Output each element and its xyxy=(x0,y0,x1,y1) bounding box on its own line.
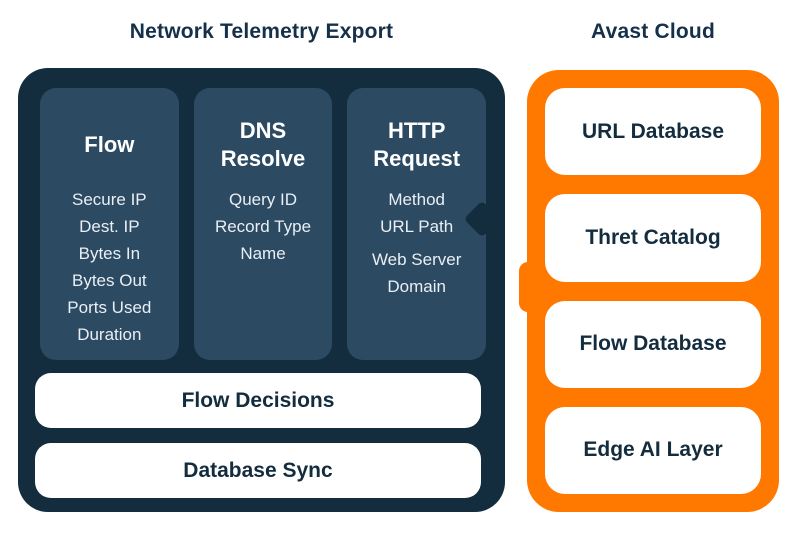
column-item: Bytes In xyxy=(78,244,141,263)
column-item: Ports Used xyxy=(67,298,152,317)
http-request-column: HTTP Request Method URL Path Web Server … xyxy=(347,88,487,360)
card-thret-catalog: Thret Catalog xyxy=(545,194,761,282)
card-label: Thret Catalog xyxy=(585,225,721,249)
avast-cloud-title: Avast Cloud xyxy=(591,20,715,43)
card-flow-database: Flow Database xyxy=(545,300,761,388)
column-item: Record Type xyxy=(214,217,312,236)
bar-label: Database Sync xyxy=(183,458,333,482)
telemetry-export-title: Network Telemetry Export xyxy=(129,20,394,43)
column-item: Web Server Domain xyxy=(371,250,462,296)
column-item: Query ID xyxy=(228,190,298,209)
column-item-list: Query ID Record Type Name xyxy=(194,186,333,267)
card-url-database: URL Database xyxy=(545,88,761,176)
bar-label: Flow Decisions xyxy=(181,388,335,412)
card-label: URL Database xyxy=(582,119,724,143)
column-item: Name xyxy=(240,244,286,263)
column-item: Dest. IP xyxy=(79,217,140,236)
column-heading: HTTP Request xyxy=(373,118,461,171)
telemetry-panel: Flow Secure IP Dest. IP Bytes In Bytes O… xyxy=(18,68,505,512)
card-label: Edge AI Layer xyxy=(583,438,723,462)
column-item: URL Path xyxy=(380,217,454,236)
column-item: Duration xyxy=(77,325,142,344)
column-heading: Flow xyxy=(84,132,135,157)
column-item-list: Secure IP Dest. IP Bytes In Bytes Out Po… xyxy=(40,186,179,348)
card-label: Flow Database xyxy=(579,332,727,356)
column-item: Secure IP xyxy=(72,190,147,209)
flow-decisions-bar: Flow Decisions xyxy=(35,373,481,428)
telemetry-bars: Flow Decisions Database Sync xyxy=(18,360,505,498)
dns-resolve-column: DNS Resolve Query ID Record Type Name xyxy=(193,88,333,360)
database-sync-bar: Database Sync xyxy=(35,443,481,498)
flow-column: Flow Secure IP Dest. IP Bytes In Bytes O… xyxy=(40,88,179,360)
column-item: Method xyxy=(388,190,446,209)
card-edge-ai-layer: Edge AI Layer xyxy=(545,406,761,494)
connector-tab-icon xyxy=(519,262,537,312)
telemetry-columns: Flow Secure IP Dest. IP Bytes In Bytes O… xyxy=(18,68,505,360)
column-item-list: Method URL Path Web Server Domain xyxy=(347,186,486,300)
column-item: Bytes Out xyxy=(72,271,147,290)
column-heading: DNS Resolve xyxy=(220,118,306,171)
cloud-panel: URL Database Thret Catalog Flow Database… xyxy=(519,70,779,512)
